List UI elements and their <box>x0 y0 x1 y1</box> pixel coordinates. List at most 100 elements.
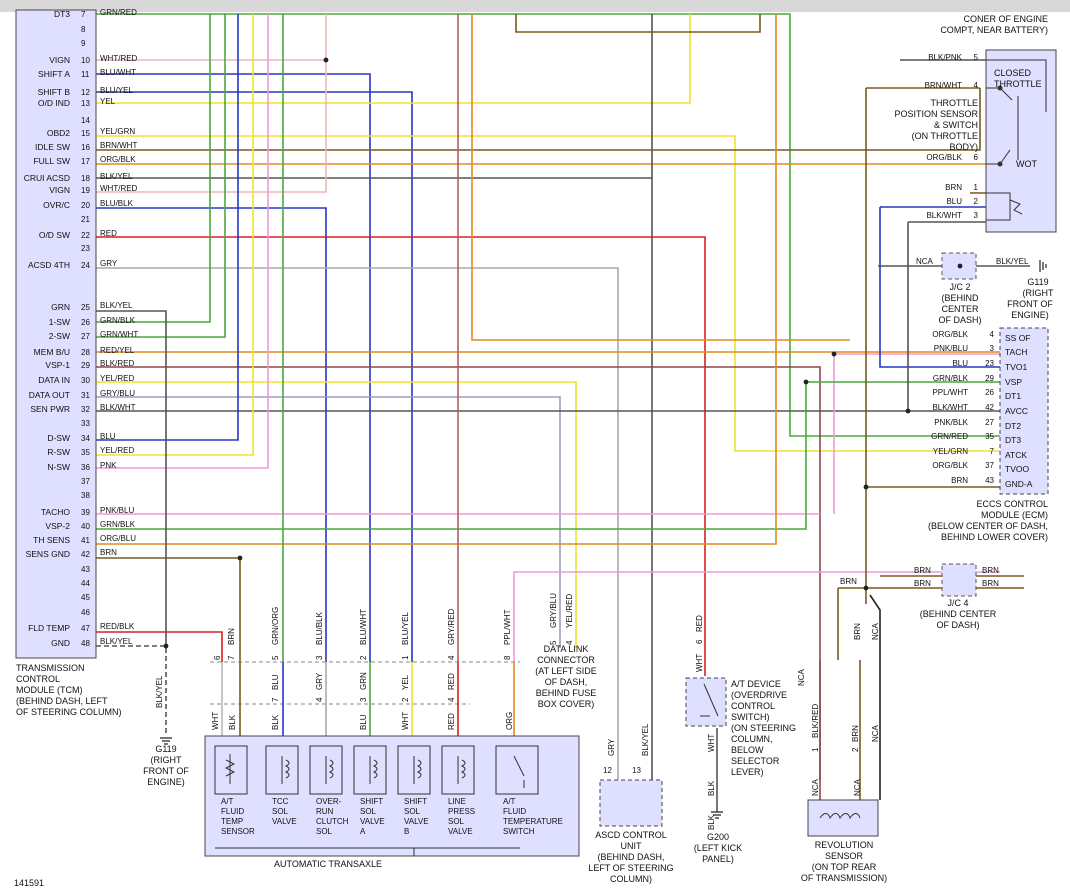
tcm-pin-number: 43 <box>81 565 90 574</box>
tcm-pin-number: 48 <box>81 639 90 648</box>
transaxle-component-label: LINE <box>448 797 466 806</box>
transaxle-component-label: TCC <box>272 797 289 806</box>
tcm-pin-wire-color: BLU/BLK <box>100 199 134 208</box>
ecm-pin-number: 42 <box>985 403 994 412</box>
tcm-pin-number: 9 <box>81 39 86 48</box>
tcm-pin-wire-color: RED/BLK <box>100 622 135 631</box>
ecm-caption-4: BEHIND LOWER COVER) <box>941 532 1048 542</box>
jc4-down-nca: NCA <box>871 622 880 640</box>
ecm-pin-wire-color: ORG/BLK <box>932 461 968 470</box>
transaxle-low-pin-color: GRY <box>315 672 324 690</box>
tcm-pin-number: 20 <box>81 201 90 210</box>
transaxle-pin-wire-color: BRN <box>227 628 236 645</box>
tcm-pin-name: VSP-2 <box>45 521 70 531</box>
tps-pin-wire-color: BRN/WHT <box>925 81 962 90</box>
tcm-pin-name: DATA IN <box>38 375 70 385</box>
tcm-pin-wire-color: RED/YEL <box>100 346 135 355</box>
tcm-caption-1: TRANSMISSION <box>16 663 85 673</box>
g200-blk: BLK <box>707 814 716 830</box>
ecm-pin-name: AVCC <box>1005 406 1028 416</box>
atd-caption-4: SWITCH) <box>731 712 770 722</box>
tps-caption-3: & SWITCH <box>934 120 978 130</box>
transaxle-low-pin-number: 2 <box>401 697 410 702</box>
transaxle-low-pin-number: 4 <box>447 697 456 702</box>
wire-data-in-yel-red <box>96 381 577 648</box>
tcm-pin-name: 1-SW <box>49 317 70 327</box>
tcm-pin-name: SHIFT A <box>38 69 70 79</box>
wire-ovrc-blu-blk <box>96 207 327 662</box>
stub-wire-color: WHT <box>211 712 220 730</box>
ecm-pin-name: SS OF <box>1005 333 1031 343</box>
rev-caption-4: OF TRANSMISSION) <box>801 873 887 883</box>
transaxle-component-label: TEMPERATURE <box>503 817 563 826</box>
ecm-pin-number: 37 <box>985 461 994 470</box>
tcm-pin-wire-color: GRN/WHT <box>100 330 138 339</box>
ground-g200 <box>711 811 723 819</box>
tcm-caption-2: CONTROL <box>16 674 60 684</box>
g119-left-1: G119 <box>155 744 176 754</box>
jc4-wire-l1: BRN <box>914 566 931 575</box>
tcm-pin-number: 36 <box>81 463 90 472</box>
ecm-caption-2: MODULE (ECM) <box>981 510 1048 520</box>
transaxle-pin-wire-color: GRN/ORG <box>271 607 280 645</box>
tcm-pin-name: VIGN <box>49 185 70 195</box>
tcm-pin-wire-color: BLU/WHT <box>100 68 136 77</box>
tps-box <box>985 49 1057 233</box>
transaxle-component-label: SOL <box>360 807 377 816</box>
g119-right-3: FRONT OF <box>1007 299 1053 309</box>
ascd-caption-2: UNIT <box>621 841 642 851</box>
wire-gnd-blk-yel <box>96 645 167 736</box>
ecm-pin-number: 7 <box>990 447 995 456</box>
wire-ppl-wht <box>513 571 1000 662</box>
tcm-pin-name: CRUI ACSD <box>24 173 70 183</box>
jc2-wire: BLK/YEL <box>996 257 1029 266</box>
tcm-pin-wire-color: RED <box>100 229 117 238</box>
wire-tps-blk-wht <box>907 221 992 411</box>
wire-rsw-yel-red <box>96 14 254 456</box>
tcm-pin-wire-color: GRY/BLU <box>100 389 135 398</box>
ascd-pin-13: 13 <box>632 766 641 775</box>
wire-vign2 <box>96 60 327 193</box>
transaxle-low-pin-color: BLU <box>271 674 280 690</box>
ecm-pin-wire-color: PNK/BLK <box>934 418 968 427</box>
tcm-pin-name: SENS GND <box>26 549 70 559</box>
g119-right-2: (RIGHT <box>1023 288 1054 298</box>
transaxle-low-pin-number: 3 <box>359 697 368 702</box>
wire-org-loop <box>471 14 850 341</box>
transaxle-component-label: SOL <box>448 817 465 826</box>
jc4-caption-1: J/C 4 <box>947 598 968 608</box>
stub-wire-color: RED <box>447 713 456 730</box>
coil-icons <box>215 683 861 856</box>
transaxle-low-pin-number: 7 <box>271 697 280 702</box>
transaxle-component-labels: A/TFLUIDTEMPSENSORTCCSOLVALVEOVER-RUNCLU… <box>221 797 563 836</box>
g119-right-4: ENGINE) <box>1011 310 1049 320</box>
tcm-pin-number: 45 <box>81 593 90 602</box>
tcm-pin-number: 25 <box>81 303 90 312</box>
ascd-caption-1: ASCD CONTROL <box>595 830 667 840</box>
tps-pin-number: 6 <box>974 153 979 162</box>
tcm-pin-wire-color: GRN/RED <box>100 8 137 17</box>
ecm-pin-number: 43 <box>985 476 994 485</box>
rev-sensor-box <box>807 799 879 837</box>
tcm-pin-wire-color: YEL <box>100 97 116 106</box>
atd-wht-bottom: WHT <box>707 734 716 752</box>
transaxle-component-label: FLUID <box>221 807 244 816</box>
transaxle-component-label: FLUID <box>503 807 526 816</box>
tcm-box <box>15 9 97 659</box>
g119-wire-label: BLK/YEL <box>155 675 164 708</box>
tcm-pin-wire-color: BLK/YEL <box>100 172 133 181</box>
transaxle-component-label: VALVE <box>404 817 429 826</box>
at-device-box <box>685 677 727 727</box>
wire-od-sw-red <box>96 236 706 640</box>
tcm-caption-4: (BEHIND DASH, LEFT <box>16 696 108 706</box>
tcm-pin-name: D-SW <box>47 433 70 443</box>
ascd-box <box>599 779 663 827</box>
tcm-pin-name: MEM B/U <box>34 347 70 357</box>
tcm-pin-number: 15 <box>81 129 90 138</box>
transaxle-component-label: SOL <box>272 807 289 816</box>
tcm-pin-number: 11 <box>81 70 90 79</box>
ground-symbols <box>160 260 1047 819</box>
tps-pin-number: 5 <box>974 53 979 62</box>
wire-nsw-pnk <box>96 14 269 469</box>
tcm-pin-number: 40 <box>81 522 90 531</box>
